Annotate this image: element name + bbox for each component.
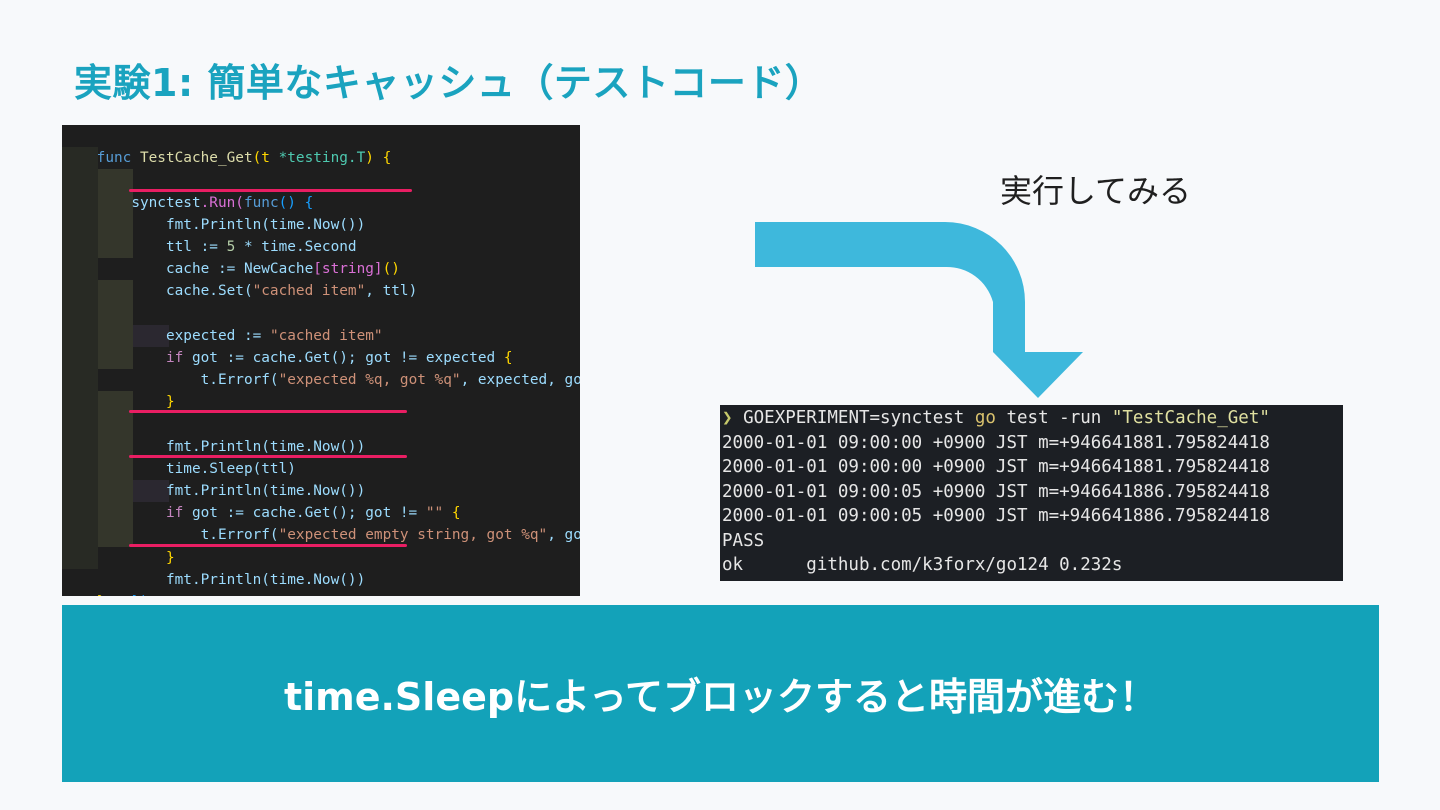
code-line: t.Errorf("expected empty string, got %q"…: [62, 480, 580, 543]
highlight-underline: [129, 410, 407, 414]
terminal-output-line: 2000-01-01 09:00:05 +0900 JST m=+9466418…: [722, 506, 1270, 526]
code-line: }: [62, 569, 580, 596]
summary-banner-text: time.Sleepによってブロックすると時間が進む！: [283, 675, 1158, 719]
prompt-icon: ❯: [722, 408, 733, 428]
code-line-blank: [62, 258, 580, 281]
highlight-underline: [129, 543, 407, 547]
code-line: if got := cache.Get(); got != "" {: [62, 457, 580, 521]
highlight-underline: [129, 188, 412, 192]
terminal-output-line: 2000-01-01 09:00:00 +0900 JST m=+9466418…: [722, 457, 1270, 477]
code-line-blank: [62, 369, 580, 392]
down-right-bent-arrow-icon: [755, 222, 1083, 398]
code-line: fmt.Println(time.Now()): [62, 435, 580, 499]
code-line: fmt.Println(time.Now()): [62, 169, 580, 233]
highlight-underline: [129, 454, 407, 458]
code-line: func TestCache_Get(t *testing.T) {: [96, 150, 392, 167]
run-label: 実行してみる: [1000, 172, 1192, 210]
code-line: cache.Set("cached item", ttl): [62, 235, 580, 299]
terminal-output-line: 2000-01-01 09:00:05 +0900 JST m=+9466418…: [722, 481, 1270, 502]
code-line: ttl := 5 * time.Second: [62, 191, 580, 255]
code-line: synctest.Run(func() {: [62, 147, 580, 211]
code-line: }): [62, 546, 580, 596]
code-line: cache := NewCache[string](): [62, 213, 580, 277]
code-line: if got := cache.Get(); got != expected {: [62, 302, 580, 366]
fmt-println-call: fmt.Println(time.Now()): [165, 216, 366, 233]
code-line: }: [62, 502, 580, 566]
fmt-println-call: fmt.Println(time.Now()): [165, 571, 366, 588]
slide-title: 実験1: 簡単なキャッシュ（テストコード）: [74, 61, 824, 105]
code-line: expected := "cached item": [62, 280, 580, 344]
code-line: t.Errorf("expected %q, got %q", expected…: [62, 324, 580, 388]
code-line: time.Sleep(ttl): [62, 413, 580, 477]
code-line: fmt.Println(time.Now()): [62, 391, 580, 455]
fmt-println-call: fmt.Println(time.Now()): [165, 483, 366, 500]
terminal-output-line: PASS: [722, 530, 765, 551]
code-line: }: [62, 346, 580, 410]
fmt-println-call: fmt.Println(time.Now()): [165, 438, 366, 455]
code-editor-panel: func TestCache_Get(t *testing.T) { synct…: [62, 125, 580, 596]
summary-banner: time.Sleepによってブロックすると時間が進む！: [62, 605, 1379, 782]
terminal-output-line: 2000-01-01 09:00:00 +0900 JST m=+9466418…: [722, 432, 1270, 453]
time-sleep-call: time.Sleep(ttl): [165, 460, 296, 477]
terminal-output-line: ok github.com/k3forx/go124 0.232s: [722, 555, 1123, 575]
terminal-command-line: ❯ GOEXPERIMENT=synctest go test -run "Te…: [722, 408, 1270, 428]
terminal-output: ❯ GOEXPERIMENT=synctest go test -run "Te…: [720, 405, 1343, 581]
code-line: fmt.Println(time.Now()): [62, 524, 580, 588]
